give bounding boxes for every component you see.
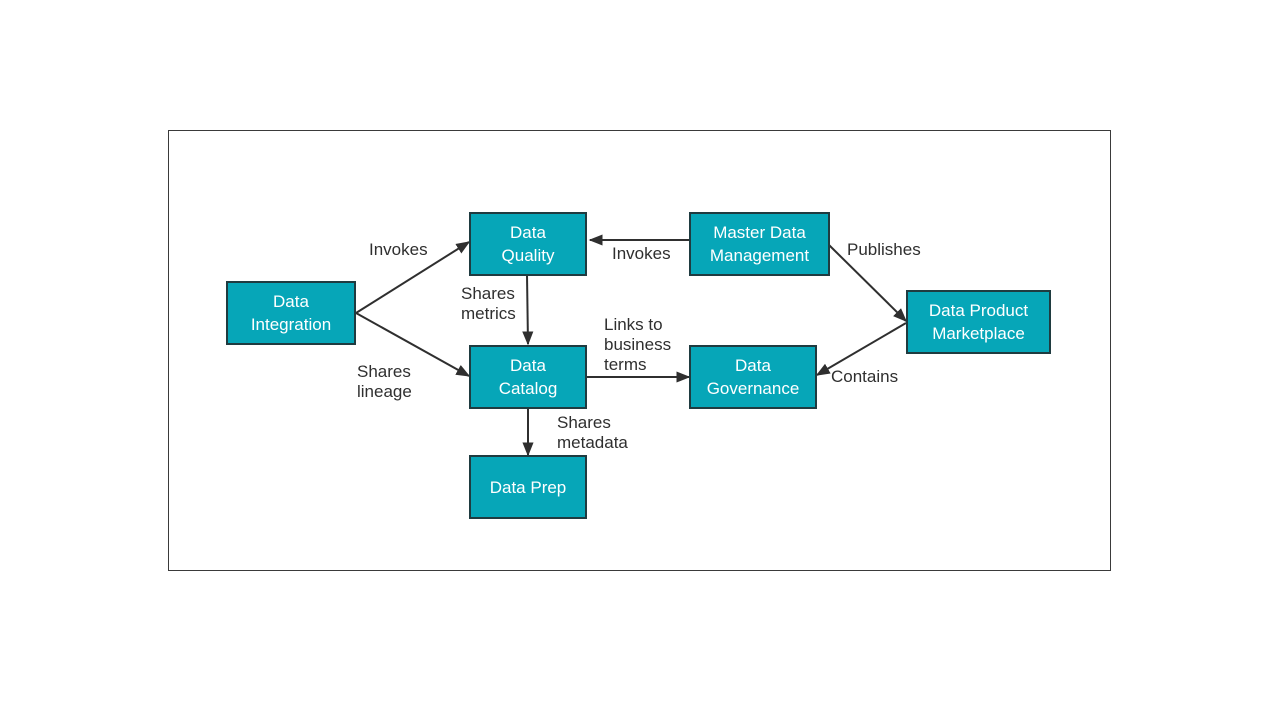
node-data-catalog[interactable]: Data Catalog <box>469 345 587 409</box>
node-data-governance[interactable]: Data Governance <box>689 345 817 409</box>
label-marketplace-to-governance: Contains <box>831 367 899 386</box>
label-integration-to-quality: Invokes <box>369 240 428 259</box>
node-data-quality[interactable]: Data Quality <box>469 212 587 276</box>
label-catalog-to-prep: Shares metadata <box>557 413 628 452</box>
node-data-product-marketplace[interactable]: Data Product Marketplace <box>906 290 1051 354</box>
edge-integration-to-catalog <box>355 312 471 377</box>
label-catalog-to-governance: Links to business terms <box>604 315 672 374</box>
node-data-integration[interactable]: Data Integration <box>226 281 356 345</box>
node-data-prep[interactable]: Data Prep <box>469 455 587 519</box>
label-integration-to-catalog: Shares lineage <box>357 362 412 401</box>
edge-mdm-to-marketplace <box>828 244 907 322</box>
label-quality-to-catalog: Shares metrics <box>461 284 516 323</box>
diagram-frame <box>168 130 1111 571</box>
edge-marketplace-to-governance <box>815 322 907 376</box>
node-master-data-management[interactable]: Master Data Management <box>689 212 830 276</box>
label-mdm-to-marketplace: Publishes <box>847 240 921 259</box>
edge-quality-to-catalog <box>522 274 534 346</box>
label-mdm-to-quality: Invokes <box>612 244 671 263</box>
edge-integration-to-quality <box>355 241 471 314</box>
